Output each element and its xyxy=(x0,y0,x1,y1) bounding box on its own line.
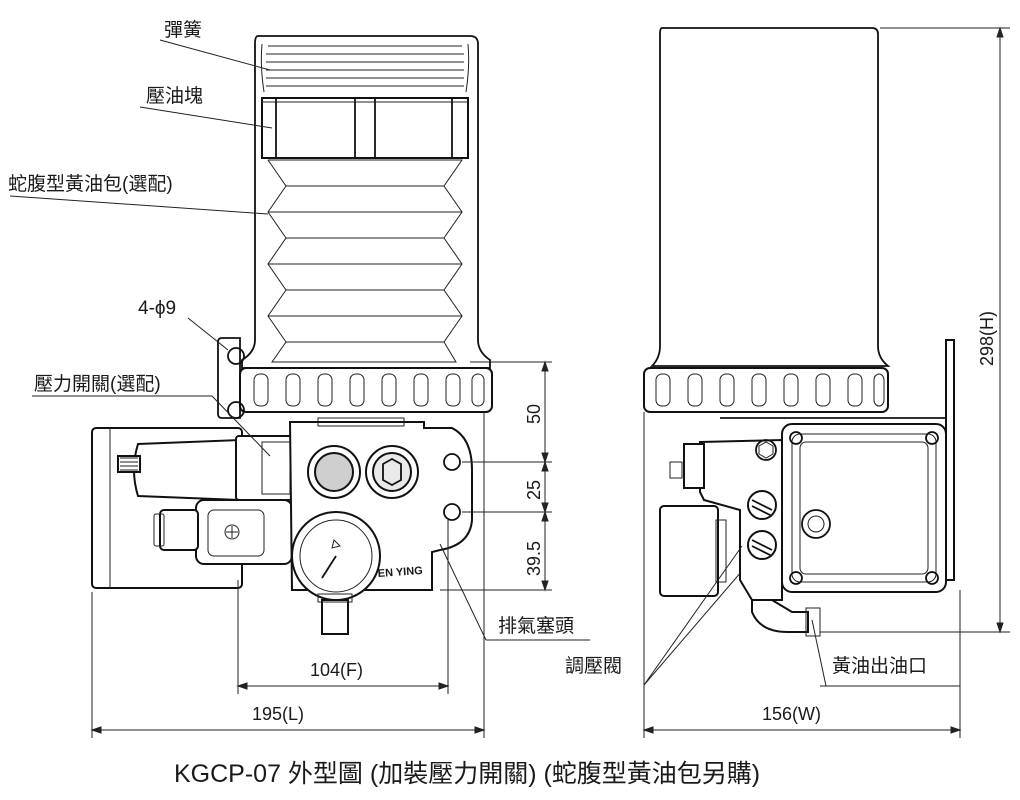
mount-hole-upper xyxy=(227,347,245,365)
mount-plate xyxy=(945,339,955,581)
dim-39-5: 39.5 xyxy=(524,541,544,576)
label-pressure-valve: 調壓閥 xyxy=(565,655,622,677)
label-spring: 彈簧 xyxy=(164,19,202,41)
bellows-pack xyxy=(267,159,463,363)
pressure-block xyxy=(261,97,469,159)
right-view xyxy=(642,26,1010,738)
left-dimension-lines xyxy=(90,360,552,738)
label-grease-outlet: 黃油出油口 xyxy=(832,655,927,677)
left-view: EN YING xyxy=(9,35,960,738)
base-ring-ribs xyxy=(253,373,485,407)
pump-block xyxy=(288,417,473,635)
dim-50: 50 xyxy=(524,404,544,424)
label-bellows-grease-pack: 蛇腹型黃油包(選配) xyxy=(8,173,173,195)
side-reservoir xyxy=(649,27,891,367)
gauge-needle xyxy=(321,555,337,579)
control-box xyxy=(781,423,947,593)
solenoid-connector xyxy=(153,499,293,565)
label-pressure-block: 壓油塊 xyxy=(146,85,203,107)
dim-104: 104(F) xyxy=(310,660,363,680)
mount-bracket xyxy=(217,337,241,419)
left-leader-lines xyxy=(9,39,960,687)
base-ring xyxy=(239,367,493,413)
block-hole-lower xyxy=(443,503,461,521)
block-hole-upper xyxy=(443,453,461,471)
dim-298: 298(H) xyxy=(977,311,997,366)
spring-coils xyxy=(260,43,470,93)
label-mount-holes: 4-ϕ9 xyxy=(138,298,176,319)
dim-195: 195(L) xyxy=(252,704,304,724)
reservoir-body xyxy=(241,35,491,369)
dim-25: 25 xyxy=(524,480,544,500)
brand-text: EN YING xyxy=(377,565,423,580)
label-vent-plug: 排氣塞頭 xyxy=(498,615,574,637)
right-dimension-lines xyxy=(642,26,1010,738)
label-pressure-switch: 壓力開關(選配) xyxy=(34,373,161,395)
pressure-switch xyxy=(117,435,293,502)
side-pump xyxy=(659,438,821,637)
dim-156: 156(W) xyxy=(762,704,821,724)
mount-hole-lower xyxy=(227,401,245,419)
figure-caption: KGCP-07 外型圖 (加裝壓力開關) (蛇腹型黃油包另購) xyxy=(174,760,760,788)
